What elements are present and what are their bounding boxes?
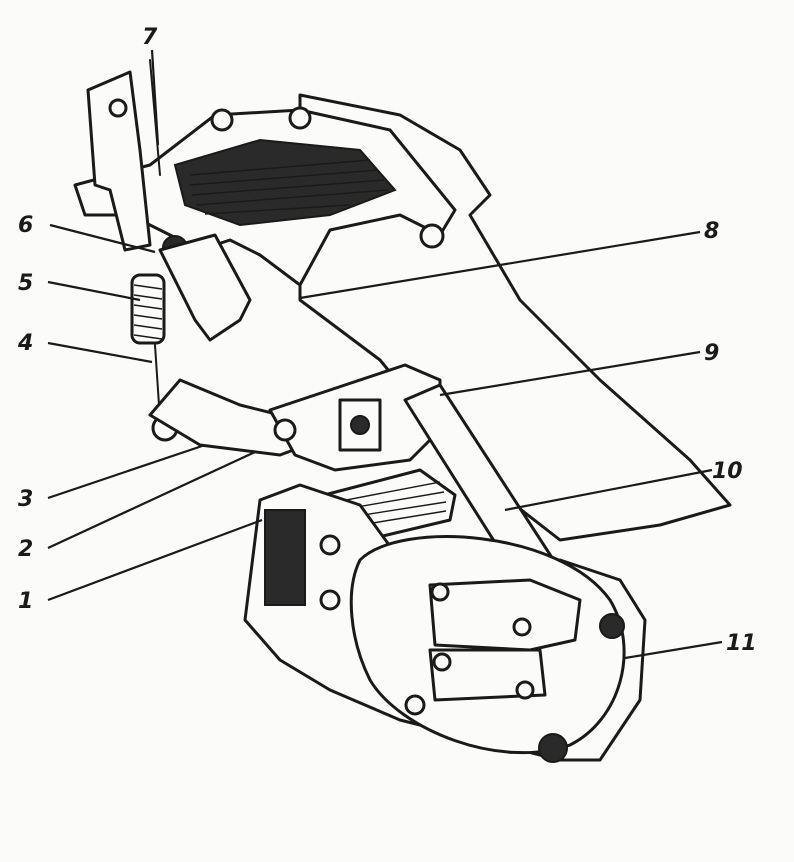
leader-10 [504, 468, 713, 512]
leader-lines [47, 49, 723, 660]
leader-1 [47, 518, 263, 602]
callout-2: 2 [18, 537, 33, 562]
housing-bolt-a [319, 534, 341, 556]
rod [149, 59, 161, 176]
leader-11 [624, 640, 723, 660]
side-grille [264, 509, 306, 606]
callout-3: 3 [18, 487, 33, 512]
upper-grille [173, 138, 397, 227]
callout-4: 4 [17, 331, 33, 356]
housing-bolt-c [404, 694, 426, 716]
post-hole [108, 98, 128, 118]
clamp-bolt-a [430, 582, 450, 602]
leader-2 [47, 451, 256, 549]
callout-8: 8 [704, 219, 719, 244]
callout-5: 5 [18, 271, 33, 296]
upper-bolt-a [210, 108, 234, 132]
leader-6 [49, 223, 156, 254]
callout-1: 1 [18, 589, 33, 614]
leader-4 [47, 341, 153, 364]
callout-10: 10 [712, 459, 743, 484]
clamp-bolt-c [432, 652, 452, 672]
lever-arm [158, 233, 252, 342]
clamp-block [428, 578, 582, 652]
spring-coils [133, 284, 163, 340]
upper-bolt-b [288, 106, 312, 130]
leader-5 [47, 280, 141, 302]
right-pivot [599, 613, 625, 639]
callout-9: 9 [704, 341, 719, 366]
callout-6: 6 [18, 213, 33, 238]
leader-3 [47, 443, 206, 500]
clamp-bolt-b [512, 617, 532, 637]
leader-7 [150, 49, 160, 146]
callout-11: 11 [726, 631, 757, 656]
leader-8 [299, 230, 701, 300]
callout-7: 7 [142, 25, 158, 50]
housing-bolt-b [319, 589, 341, 611]
middle-bolt [350, 415, 370, 435]
leader-9 [439, 350, 701, 397]
clamp-bolt-d [515, 680, 535, 700]
middle-bolt-left [273, 418, 297, 442]
upper-bolt-c [419, 223, 445, 249]
upper-grille-slots [189, 159, 389, 215]
bottom-pivot [538, 733, 568, 763]
